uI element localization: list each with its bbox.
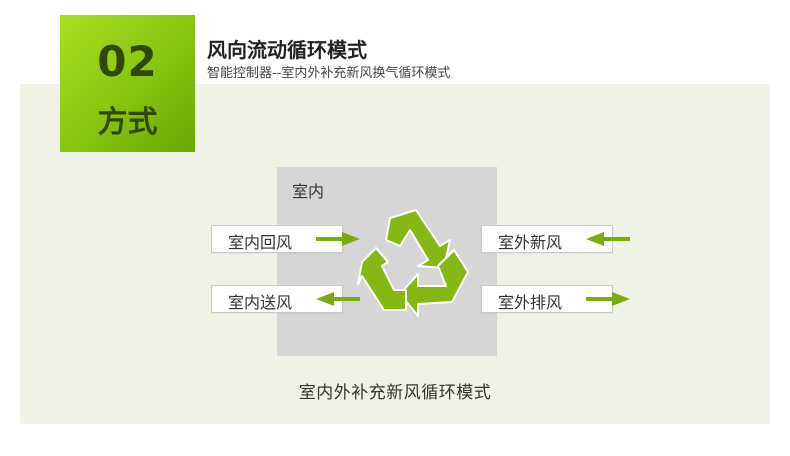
arrow-right-icon (586, 292, 630, 306)
flow-box-return-air: 室内回风 (211, 225, 360, 253)
arrow-right-icon (316, 232, 360, 246)
flow-label-return-air: 室内回风 (228, 233, 293, 252)
flow-box-exhaust-air: 室外排风 (481, 285, 630, 313)
section-number: 02 (97, 37, 158, 86)
page-title: 风向流动循环模式 (207, 38, 367, 62)
indoor-label: 室内 (292, 182, 325, 201)
flow-label-fresh-air: 室外新风 (498, 233, 563, 252)
page-subtitle: 智能控制器--室内外补充新风换气循环模式 (207, 66, 451, 81)
diagram-caption: 室内外补充新风循环模式 (298, 383, 492, 403)
flow-label-exhaust-air: 室外排风 (498, 293, 563, 312)
section-badge: 02 方式 (60, 15, 195, 152)
arrow-left-icon (586, 232, 630, 246)
flow-label-supply-air: 室内送风 (228, 293, 293, 312)
flow-box-fresh-air: 室外新风 (481, 225, 630, 253)
recycle-icon (357, 209, 469, 317)
section-label: 方式 (97, 105, 158, 140)
flow-box-supply-air: 室内送风 (211, 285, 360, 313)
arrow-left-icon (316, 292, 360, 306)
